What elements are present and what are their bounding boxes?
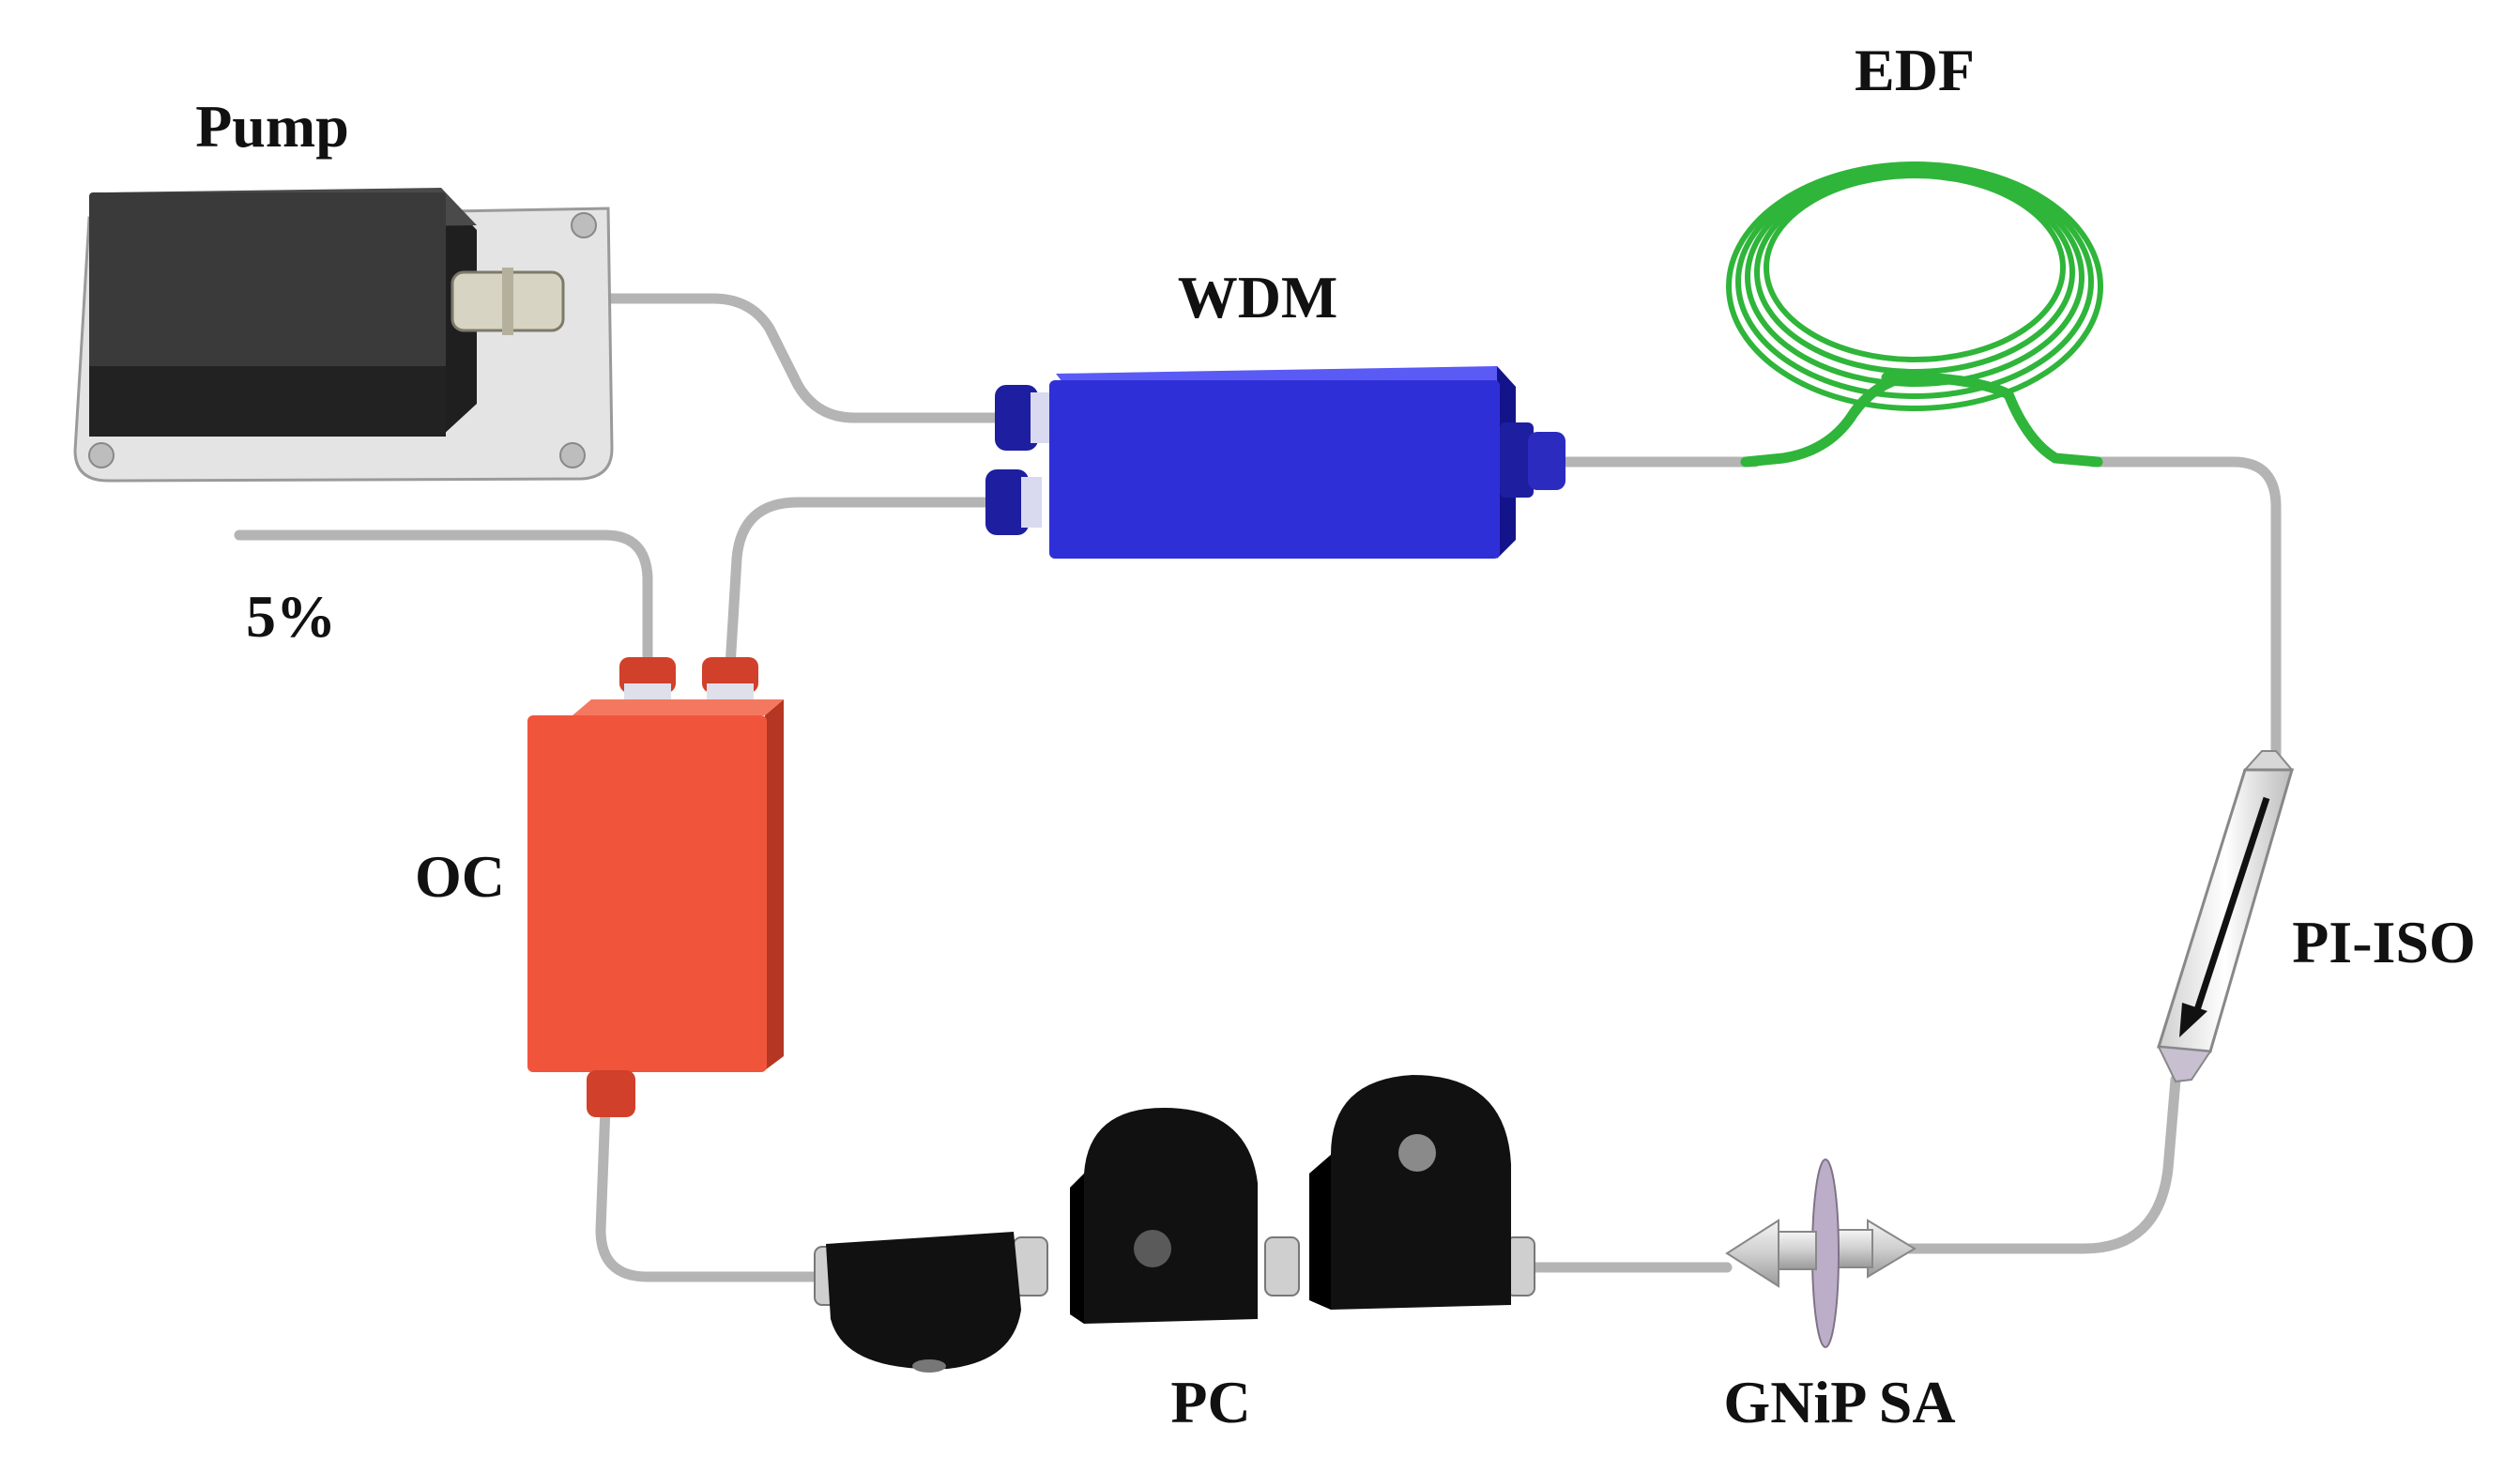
pc-paddle-middle-hole xyxy=(1134,1230,1171,1267)
edf-lead-in xyxy=(1740,370,1920,468)
wdm-connector-left-bottom xyxy=(985,469,1029,535)
fiber-oc-to-pc xyxy=(595,1102,827,1282)
fiber-wdm-to-oc xyxy=(725,497,1005,672)
wdm-body xyxy=(1049,380,1500,559)
fiber-lines xyxy=(234,293,2282,1282)
isolator-assembly: PI-ISO xyxy=(2157,750,2476,1083)
pump-connector-ring xyxy=(502,268,513,335)
pc-paddle-left-hole xyxy=(912,1359,946,1373)
sa-label: GNiP SA xyxy=(1723,1369,1955,1435)
isolator-tip-top xyxy=(2242,750,2295,771)
pc-label: PC xyxy=(1170,1369,1250,1435)
pi-iso-label: PI-ISO xyxy=(2292,909,2476,975)
wdm-connector-left-bottom-ring xyxy=(1021,477,1042,528)
wdm-connector-left-top xyxy=(995,385,1038,451)
sa-body-right xyxy=(1834,1229,1873,1268)
pc-paddle-middle xyxy=(1084,1108,1258,1324)
pump-screw xyxy=(88,442,115,468)
isolator-body xyxy=(2157,768,2294,1053)
pc-paddle-middle-side xyxy=(1070,1174,1084,1324)
sa-cone-right xyxy=(1867,1219,1917,1279)
pc-paddle-left xyxy=(826,1232,1021,1370)
oc-connector-left-ring xyxy=(624,683,671,704)
sa-cone-left xyxy=(1725,1219,1779,1288)
wdm-assembly: WDM xyxy=(985,264,1565,559)
fiber-5pct-output xyxy=(234,529,653,677)
fiber-pump-to-wdm xyxy=(557,293,1005,423)
oc-body-side xyxy=(765,699,784,1070)
edf-coil-loop xyxy=(1754,170,2075,375)
pc-paddle-right-side xyxy=(1309,1155,1331,1310)
pc-assembly: PC xyxy=(814,1075,1535,1435)
oc-body xyxy=(527,715,767,1072)
oc-label: OC xyxy=(415,843,505,910)
edf-coil-loop xyxy=(1745,167,2085,387)
pc-connector xyxy=(1264,1236,1300,1297)
pc-paddle-right xyxy=(1331,1075,1511,1310)
oc-connector-bottom xyxy=(587,1070,635,1117)
oc-connector-right-ring xyxy=(707,683,754,704)
pump-assembly: Pump xyxy=(73,93,614,483)
pump-screw xyxy=(559,442,586,468)
wdm-connector-left-top-ring xyxy=(1031,392,1051,443)
coupler-output-label: 5% xyxy=(246,583,336,650)
edf-coil-loop xyxy=(1764,173,2066,362)
edf-label: EDF xyxy=(1855,37,1975,103)
fiber-isolator-to-sa xyxy=(1904,1074,2181,1254)
pump-screw xyxy=(571,212,597,238)
wdm-connector-right-tip xyxy=(1528,432,1565,490)
isolator-tip-bottom xyxy=(2157,1045,2212,1083)
oc-body-top xyxy=(573,699,784,715)
edf-lead-out xyxy=(1881,372,2103,468)
pump-box-shade xyxy=(89,366,446,437)
pump-label: Pump xyxy=(195,93,349,160)
wdm-connector-right xyxy=(1500,422,1534,498)
isolator-arrow-head xyxy=(2179,1003,2207,1037)
wdm-label: WDM xyxy=(1178,264,1338,330)
pc-paddle-right-hole xyxy=(1398,1134,1436,1172)
edf-assembly: EDF xyxy=(1726,37,2103,468)
sa-assembly: GNiP SA xyxy=(1723,1158,1956,1435)
fiber-edf-to-isolator xyxy=(2087,456,2282,775)
isolator-arrow-shaft xyxy=(2191,796,2270,1020)
sa-body-left xyxy=(1773,1231,1817,1270)
oc-assembly: OC xyxy=(415,657,784,1117)
